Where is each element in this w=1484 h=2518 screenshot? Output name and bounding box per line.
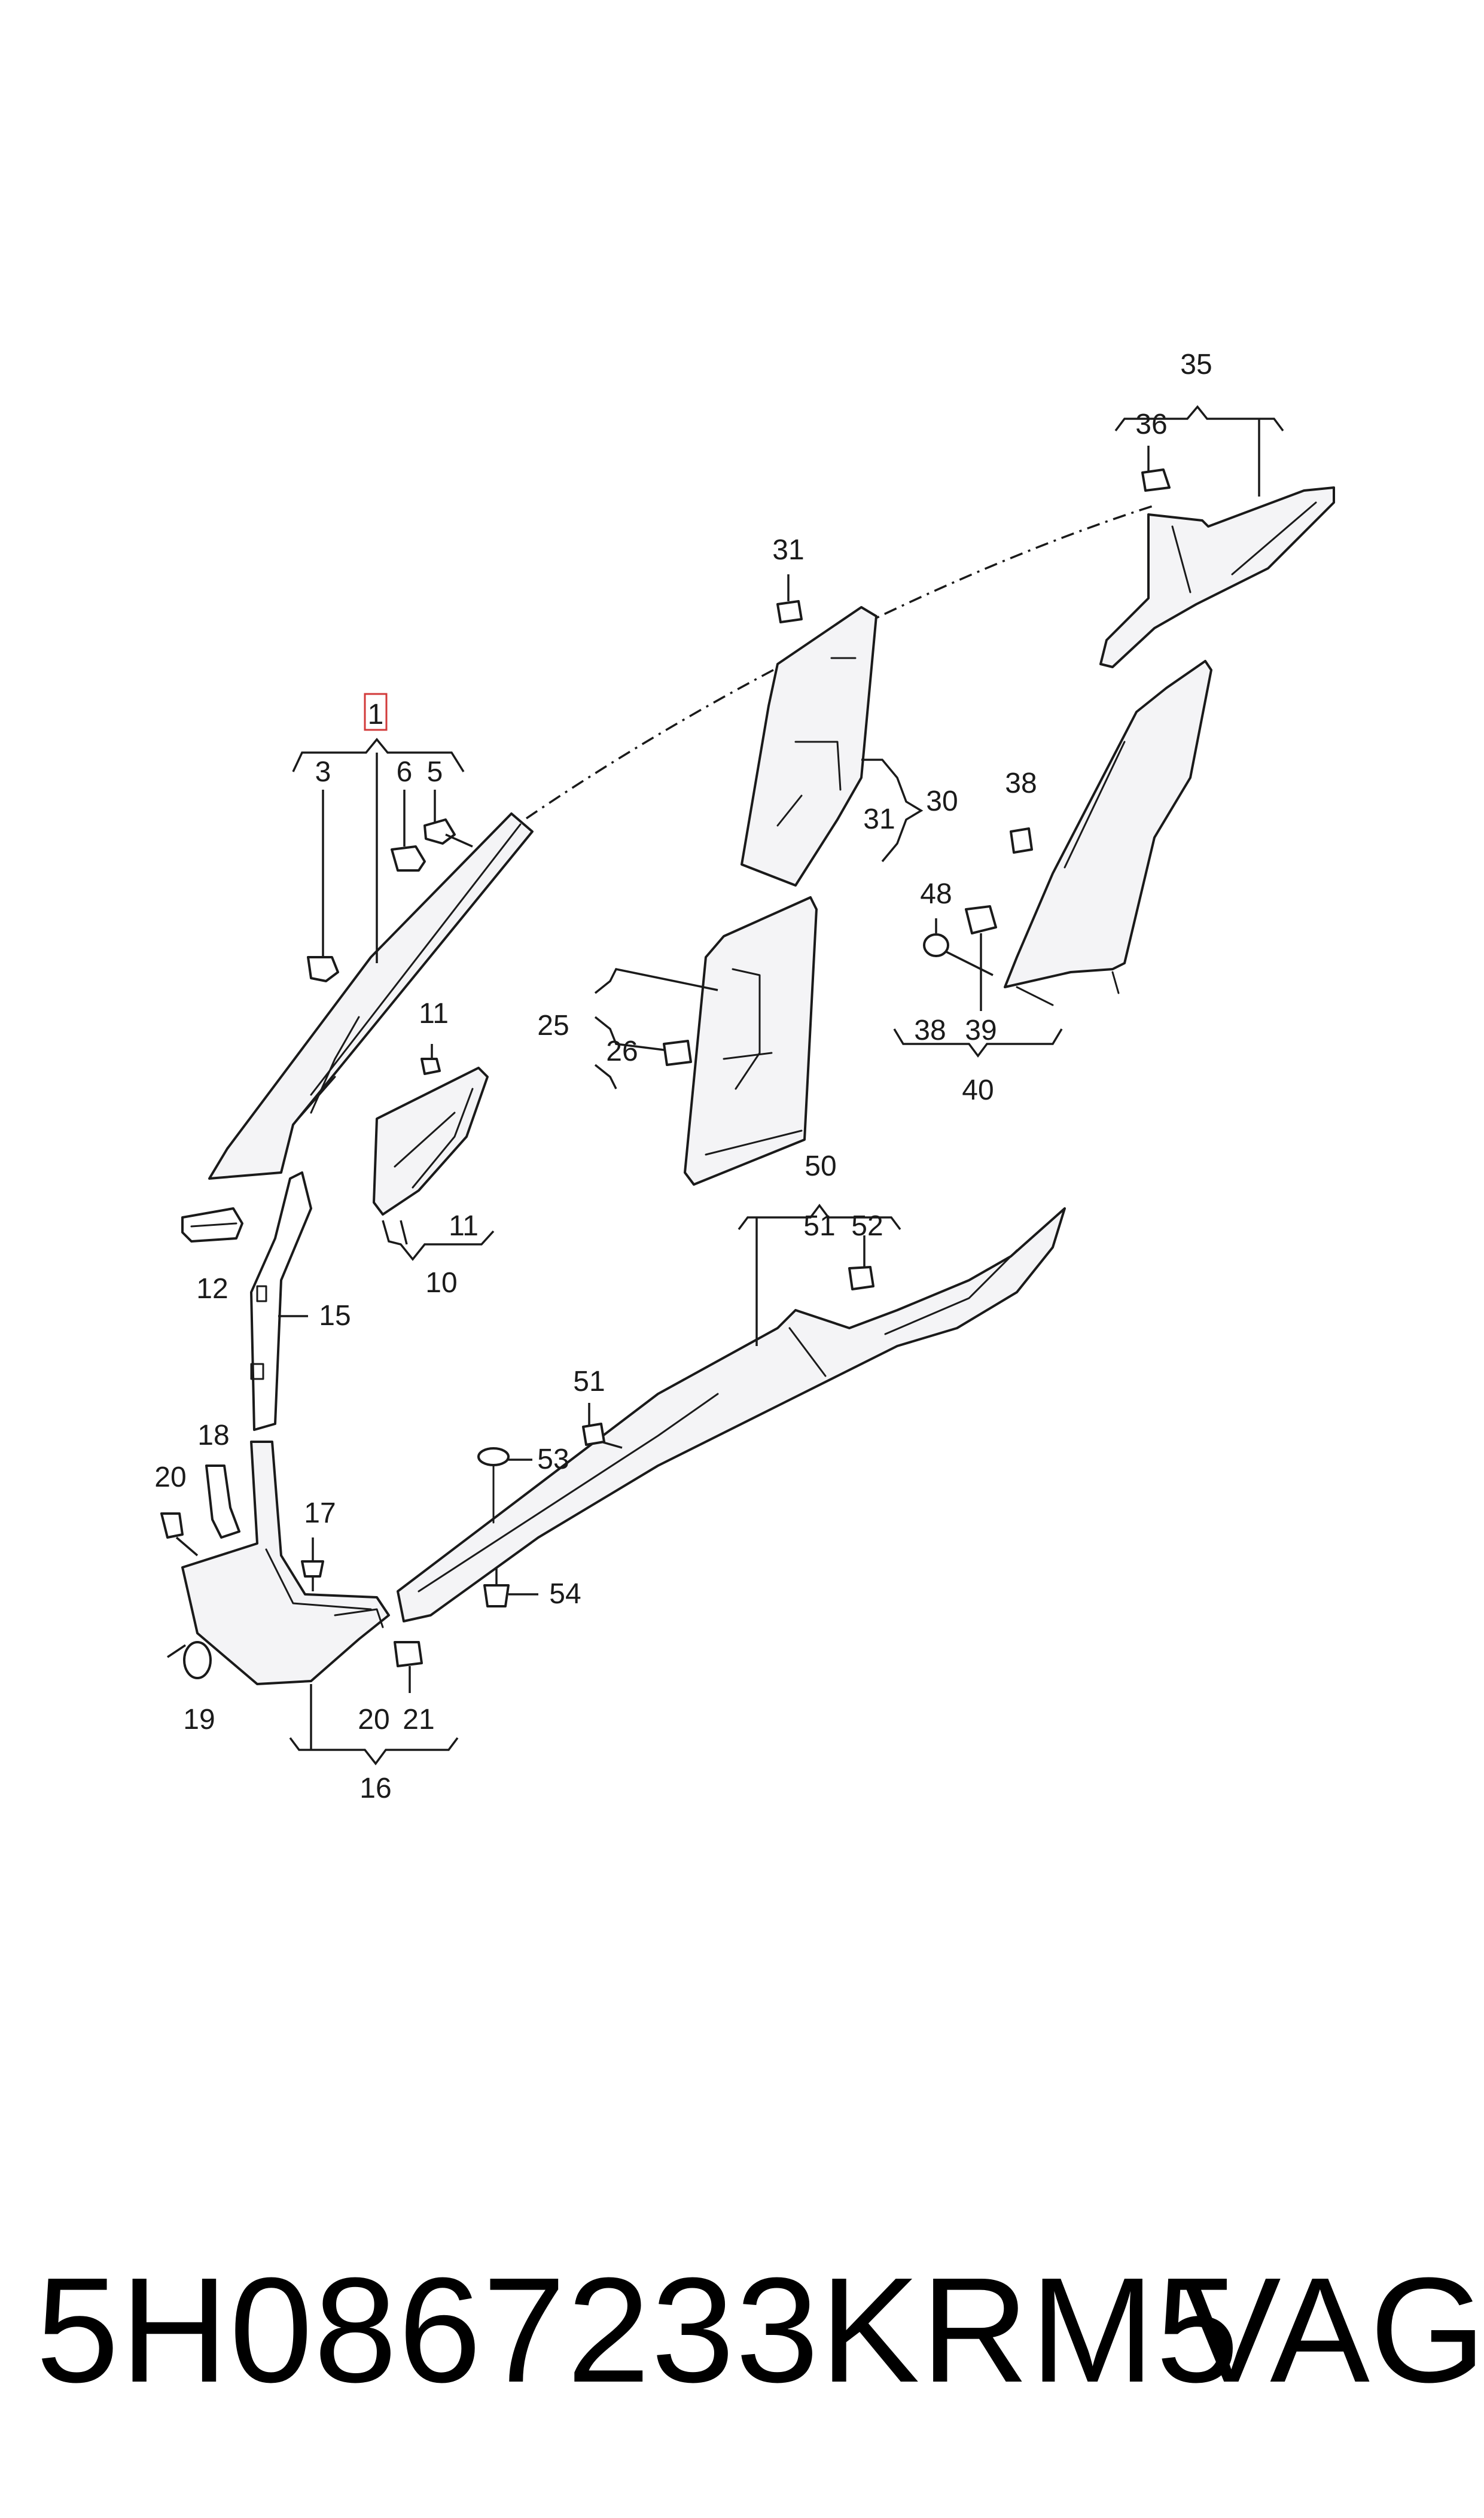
callout-40: 40	[962, 1074, 994, 1106]
a-pillar-trim	[208, 812, 534, 1180]
callout-35: 35	[1180, 349, 1212, 380]
clip-18: 18	[197, 1420, 240, 1539]
part-12: 12	[181, 1207, 243, 1305]
sill-trim: 50 51 52 51	[397, 1150, 1066, 1622]
c-pillar-upper: 36 35	[1099, 349, 1335, 668]
callout-19: 19	[183, 1704, 215, 1735]
grommet-48	[923, 933, 949, 957]
part-number: 5H0867233KRM5	[36, 2246, 1241, 2413]
callout-20-left: 20	[154, 1462, 186, 1493]
callout-10: 10	[425, 1267, 457, 1299]
callout-50: 50	[805, 1150, 836, 1182]
callout-51-bottom: 51	[573, 1366, 605, 1397]
b-pillar-lower: 25 26	[537, 896, 818, 1186]
callout-30: 30	[926, 785, 958, 817]
clip-6	[391, 845, 426, 872]
callout-54: 54	[549, 1578, 581, 1610]
callout-53: 53	[537, 1444, 569, 1475]
part-15-strip: 15	[250, 1171, 351, 1431]
callout-group-1: 1 3 6 5	[292, 693, 465, 963]
part-16-kick-panel	[181, 1441, 390, 1685]
callout-39: 39	[965, 1015, 997, 1046]
brand-name: VAG	[1181, 2246, 1484, 2413]
callout-52: 52	[851, 1210, 883, 1242]
clip-3	[307, 956, 339, 982]
callout-group-16: 20 21 16	[289, 1684, 459, 1804]
callout-21: 21	[403, 1704, 434, 1735]
clip-54: 54	[483, 1567, 581, 1610]
callout-1: 1	[368, 699, 384, 730]
callout-31-top: 31	[772, 534, 804, 566]
highlight-box	[364, 693, 388, 731]
callout-36: 36	[1135, 409, 1167, 440]
callout-51-top: 51	[803, 1210, 835, 1242]
clip-5	[423, 818, 473, 848]
callout-31-side: 31	[863, 803, 895, 835]
callout-5: 5	[427, 756, 443, 788]
callout-6: 6	[397, 756, 413, 788]
callout-18: 18	[197, 1420, 229, 1451]
callout-16: 16	[359, 1773, 391, 1804]
callout-20-bottom: 20	[358, 1704, 389, 1735]
c-pillar-lower: 38 48 38 39 40	[893, 660, 1212, 1106]
callout-3: 3	[315, 756, 331, 788]
screw-53: 53	[477, 1444, 569, 1524]
callout-38-top: 38	[1005, 768, 1037, 799]
callout-48: 48	[920, 878, 952, 910]
callout-11-top: 11	[419, 998, 449, 1030]
b-pillar-upper: 31 31 30	[741, 534, 958, 887]
clip-21	[394, 1641, 423, 1693]
clip-20-left: 20	[154, 1462, 199, 1557]
cap-19: 19	[167, 1641, 215, 1735]
callout-12: 12	[196, 1273, 228, 1305]
dash-side-bracket: 11 11 10	[373, 998, 495, 1299]
callout-26: 26	[606, 1036, 638, 1067]
callout-25: 25	[537, 1010, 569, 1042]
callout-17: 17	[304, 1497, 336, 1529]
callout-38-bottom: 38	[914, 1015, 946, 1046]
callout-15: 15	[319, 1300, 351, 1332]
callout-11-bottom: 11	[449, 1210, 479, 1242]
screw-17: 17	[301, 1497, 336, 1591]
